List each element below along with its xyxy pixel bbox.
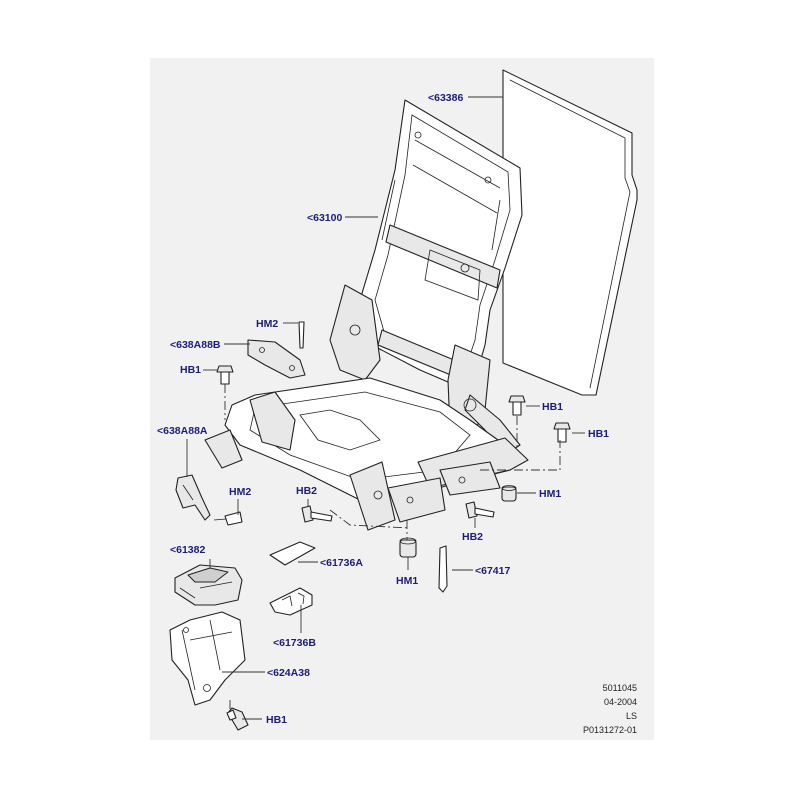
nut-hm1-bottom bbox=[399, 537, 417, 558]
seat-back-panel bbox=[502, 69, 638, 396]
seat-back-frame bbox=[359, 99, 523, 386]
bracket-638A88A bbox=[175, 474, 211, 521]
callout-hm2-mid: HM2 bbox=[229, 486, 251, 498]
callout-hb1-right-b: HB1 bbox=[588, 428, 609, 440]
bolt-hb1-bottom bbox=[226, 707, 249, 731]
callout-63386: <63386 bbox=[428, 92, 463, 104]
callout-61382: <61382 bbox=[170, 544, 205, 556]
bracket-624A38 bbox=[169, 611, 246, 706]
strip-67417 bbox=[438, 545, 448, 593]
callout-67417: <67417 bbox=[475, 565, 510, 577]
bolt-hb2-right bbox=[465, 501, 495, 519]
callout-hb1-left: HB1 bbox=[180, 364, 201, 376]
reference-date: 04-2004 bbox=[603, 697, 637, 707]
callout-624A38: <624A38 bbox=[267, 667, 310, 679]
callout-63100: <63100 bbox=[307, 212, 342, 224]
callout-hm2-top: HM2 bbox=[256, 318, 278, 330]
callout-hm1-bottom: HM1 bbox=[396, 575, 418, 587]
pad-61736A bbox=[269, 541, 316, 566]
reference-number: 5011045 bbox=[602, 683, 637, 693]
hm2-clip-lower bbox=[213, 511, 243, 526]
callout-638A88A: <638A88A bbox=[157, 425, 208, 437]
callout-hb2-left: HB2 bbox=[296, 485, 317, 497]
seat-cushion-frame bbox=[204, 377, 529, 501]
callout-hb2-right: HB2 bbox=[462, 531, 483, 543]
callout-hb1-right-a: HB1 bbox=[542, 401, 563, 413]
module-61382 bbox=[174, 564, 243, 606]
bolt-hb1-right-a bbox=[508, 395, 526, 416]
bolt-hb2-left bbox=[301, 505, 333, 523]
callout-638A88B: <638A88B bbox=[170, 339, 221, 351]
reference-illustration-id: P0131272-01 bbox=[582, 725, 637, 735]
leader-lines bbox=[186, 96, 585, 720]
seat-base-rails bbox=[349, 461, 501, 531]
bolt-hb1-left bbox=[216, 365, 234, 385]
bracket-61736B bbox=[269, 587, 313, 616]
callout-hm1-right: HM1 bbox=[539, 488, 561, 500]
callout-61736A: <61736A bbox=[320, 557, 363, 569]
reference-code: LS bbox=[625, 711, 637, 721]
bracket-638A88B bbox=[247, 321, 306, 379]
callout-hb1-bottom: HB1 bbox=[266, 714, 287, 726]
callout-61736B: <61736B bbox=[273, 637, 316, 649]
assembly-lines bbox=[224, 384, 561, 710]
bolt-hb1-right-b bbox=[553, 422, 571, 443]
nut-hm1-right bbox=[501, 485, 517, 502]
